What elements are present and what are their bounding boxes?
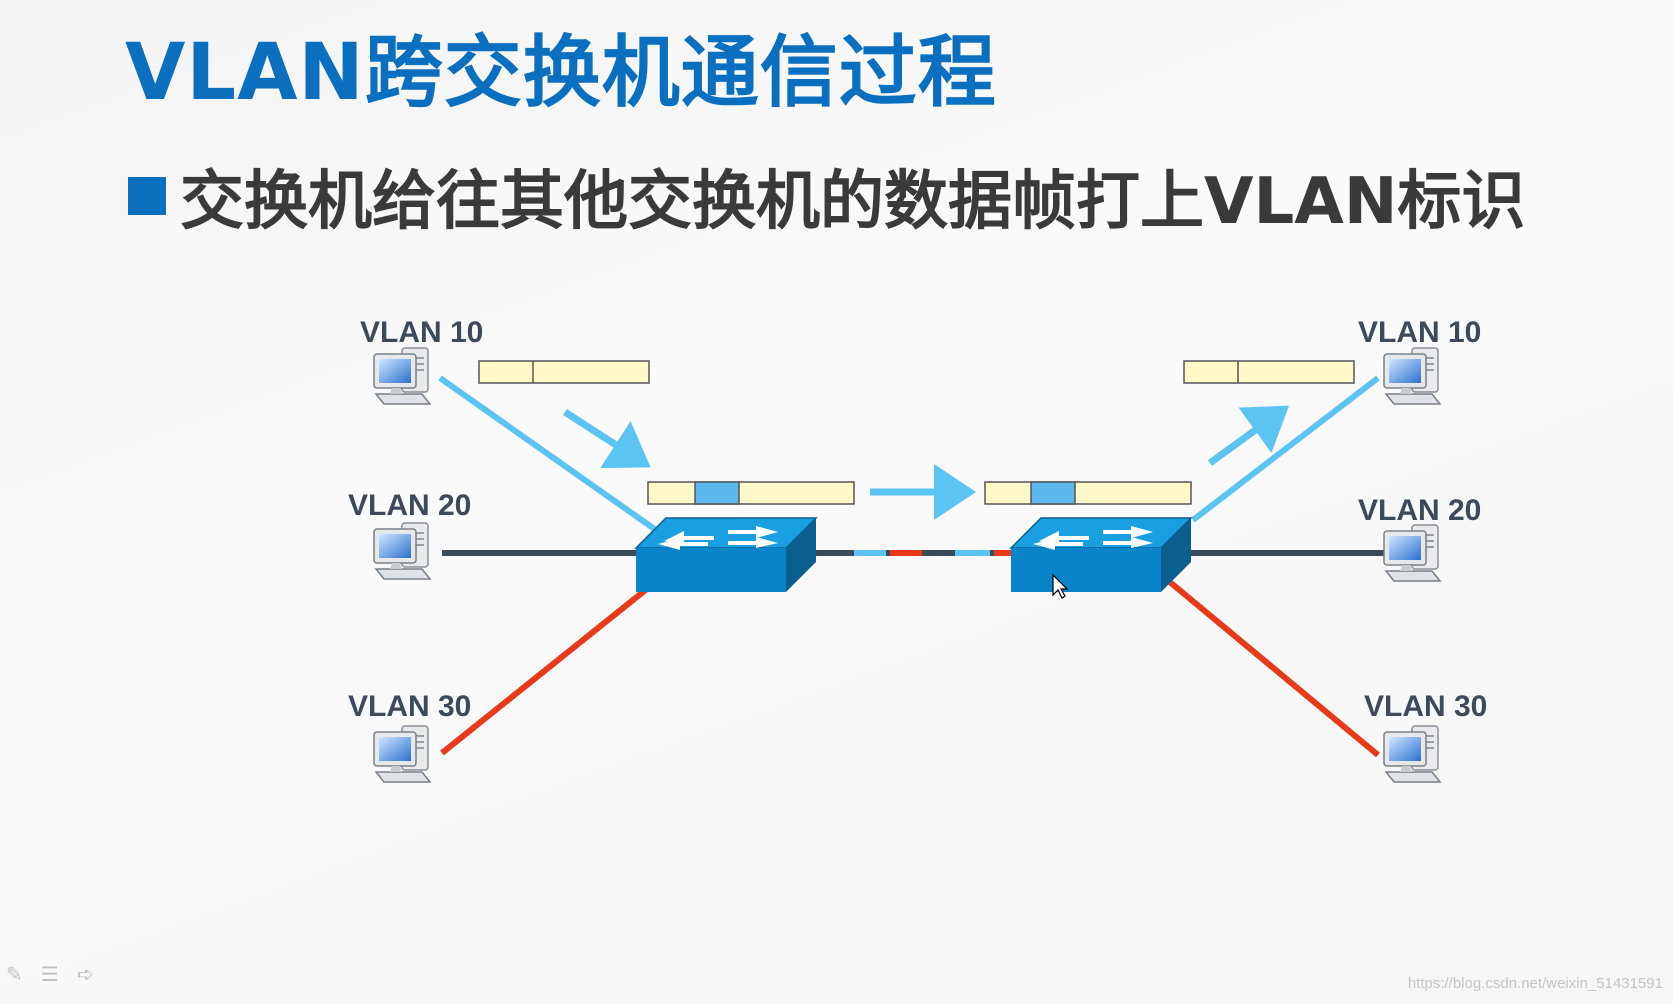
arrow-out-switch-icon	[1207, 405, 1289, 466]
switch-right	[1010, 517, 1192, 593]
pc-right-vlan30-icon	[1383, 725, 1441, 783]
menu-icon[interactable]: ☰	[40, 962, 59, 986]
watermark: https://blog.csdn.net/weixin_51431591	[1407, 975, 1663, 992]
next-slide-icon[interactable]: ➪	[76, 962, 94, 986]
label-left-vlan10: VLAN 10	[360, 316, 483, 349]
label-left-vlan30: VLAN 30	[348, 690, 471, 723]
pc-left-vlan10-icon	[373, 347, 431, 405]
pc-right-vlan10-icon	[1383, 347, 1441, 405]
label-right-vlan30: VLAN 30	[1364, 690, 1487, 723]
slide-toolbar: ✎ ☰ ➪	[6, 962, 93, 986]
vlan30-link-left	[440, 585, 650, 756]
frame-tagged-left	[647, 481, 855, 505]
vlan10-link-right	[1191, 375, 1380, 523]
bullet-text: 交换机给往其他交换机的数据帧打上VLAN标识	[180, 165, 1526, 239]
label-left-vlan20: VLAN 20	[348, 489, 471, 522]
pc-left-vlan30-icon	[373, 725, 431, 783]
switch-left	[635, 517, 817, 593]
label-right-vlan20: VLAN 20	[1358, 494, 1481, 527]
arrow-into-switch-icon	[563, 409, 651, 469]
frame-tagged-right	[984, 481, 1192, 505]
mouse-cursor-icon	[1052, 573, 1069, 599]
bullet-point: 交换机给往其他交换机的数据帧打上VLAN标识	[128, 150, 1525, 242]
vlan30-link-right	[1163, 575, 1380, 758]
label-right-vlan10: VLAN 10	[1358, 316, 1481, 349]
page-title: VLAN跨交换机通信过程	[125, 28, 997, 118]
vlan10-link-left	[438, 375, 672, 543]
frame-untagged-left	[478, 360, 650, 384]
frame-untagged-right	[1183, 360, 1355, 384]
pc-right-vlan20-icon	[1383, 524, 1441, 582]
pc-left-vlan20-icon	[373, 522, 431, 580]
pen-icon[interactable]: ✎	[6, 962, 23, 986]
square-bullet-icon	[128, 177, 166, 215]
